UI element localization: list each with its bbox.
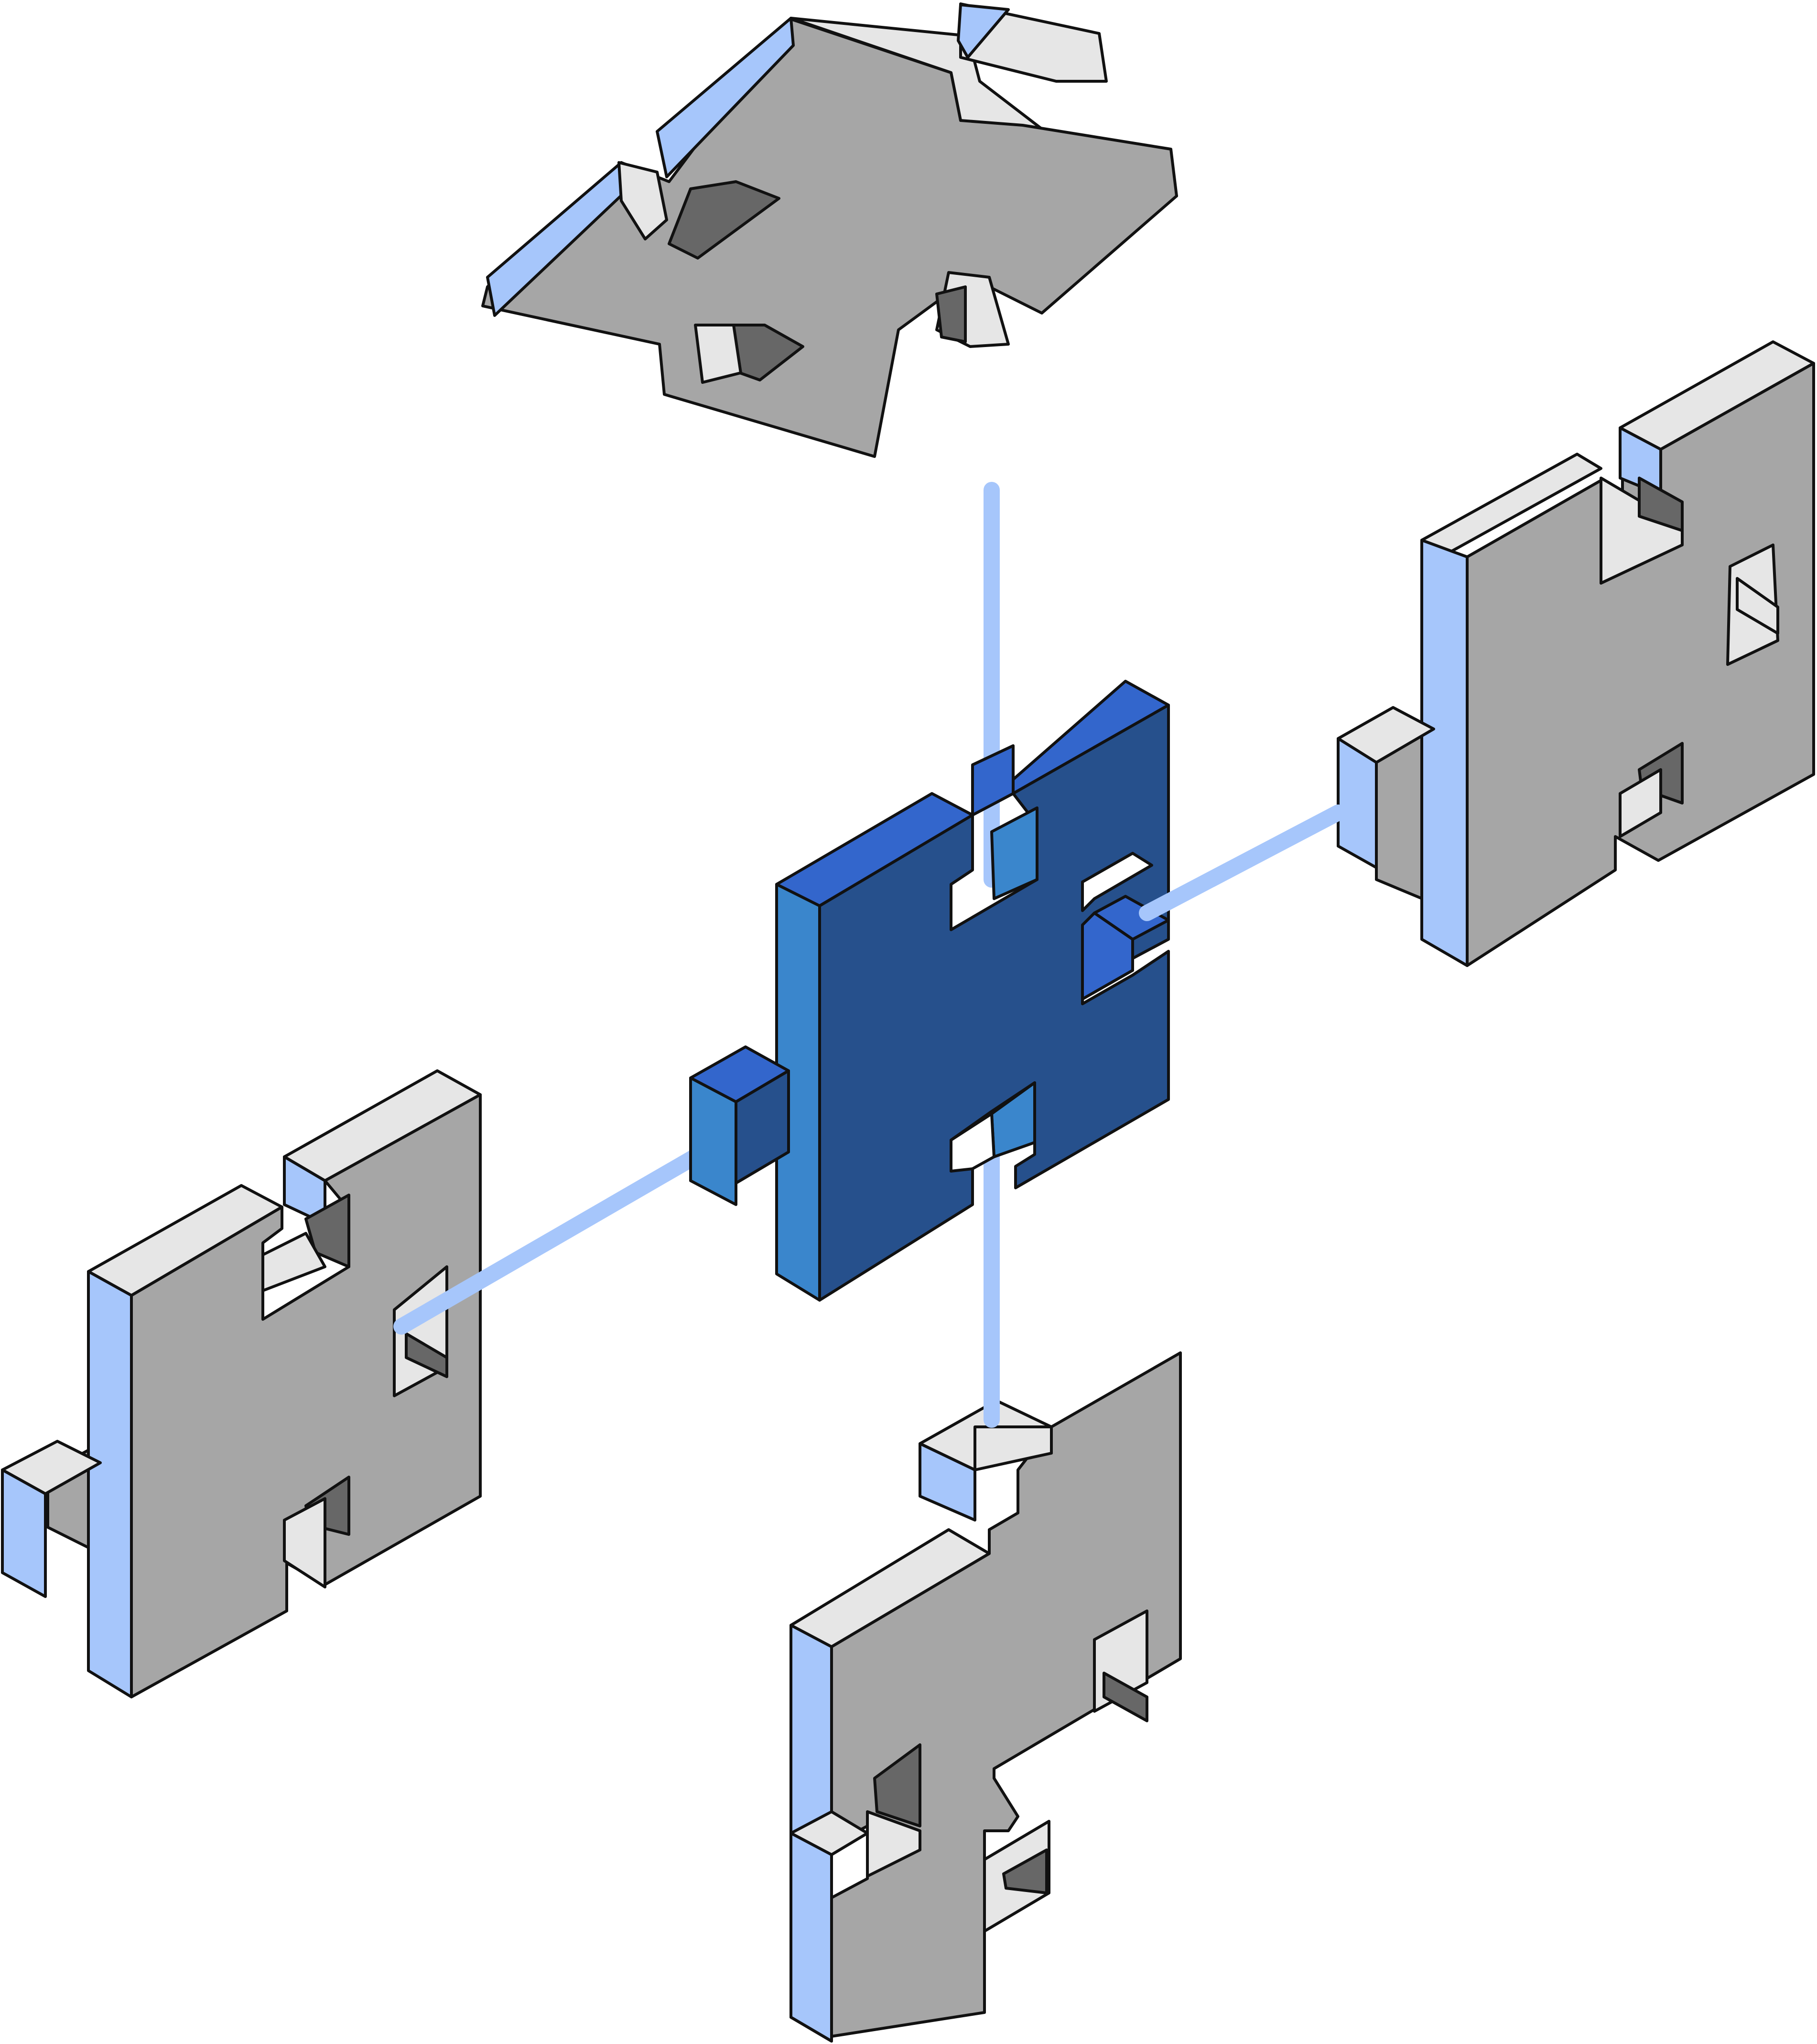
piece-center-tab-left-front — [735, 1069, 790, 1185]
piece-center-tab-right-face — [1081, 912, 1134, 1000]
piece-bottom-body — [830, 1351, 1182, 2038]
piece-center-slot-top — [990, 806, 1038, 900]
piece-top-side-upper — [656, 17, 795, 178]
piece-top-side-tab — [957, 3, 1010, 59]
piece-left-slot-4 — [405, 1332, 448, 1378]
piece-bottom-slot-4 — [1103, 1672, 1148, 1722]
piece-left-slot-6 — [283, 1497, 326, 1588]
piece-center-tab-top — [971, 744, 1015, 816]
piece-left-tab-left-side — [1, 1468, 47, 1598]
piece-center-slot-bottom-open — [950, 1112, 995, 1173]
connector-center-right — [1139, 805, 1346, 921]
puzzle-piece-right — [1337, 340, 1815, 967]
connectors — [393, 482, 1000, 1428]
piece-bottom-slot-6 — [1002, 1848, 1048, 1894]
piece-top-slot-4 — [694, 324, 742, 384]
piece-right-side-left — [1420, 539, 1469, 967]
piece-center-tab-left-side — [689, 1076, 737, 1206]
piece-right-tab-left-side — [1337, 737, 1378, 869]
piece-center-slot-right-open — [1081, 852, 1153, 912]
piece-bottom-side-tab — [919, 1442, 976, 1522]
piece-left-slot-1 — [304, 1194, 350, 1268]
piece-top-slot-2 — [617, 161, 668, 240]
piece-left-slot-2 — [261, 1232, 326, 1292]
piece-right-slot-6 — [1619, 768, 1662, 838]
piece-top-slot-6 — [935, 285, 967, 343]
connector-center-left — [393, 1142, 715, 1335]
piece-top-slot-1 — [668, 180, 780, 260]
puzzle-piece-top — [481, 2, 1178, 458]
piece-bottom-slot-2 — [866, 1810, 921, 1878]
piece-bottom-tab-left-side — [790, 1832, 833, 2043]
puzzle-piece-center — [689, 680, 1170, 1302]
puzzle-piece-bottom — [790, 1351, 1182, 2043]
piece-right-slot-4 — [1736, 577, 1779, 635]
piece-bottom-slot-1 — [873, 1743, 921, 1827]
piece-bottom-tab-top — [973, 1425, 1053, 1471]
piece-left-side-left — [87, 1270, 133, 1698]
puzzle-piece-left — [1, 1069, 482, 1698]
piece-top-body — [481, 18, 1178, 458]
piece-right-slot-2 — [1638, 477, 1684, 532]
